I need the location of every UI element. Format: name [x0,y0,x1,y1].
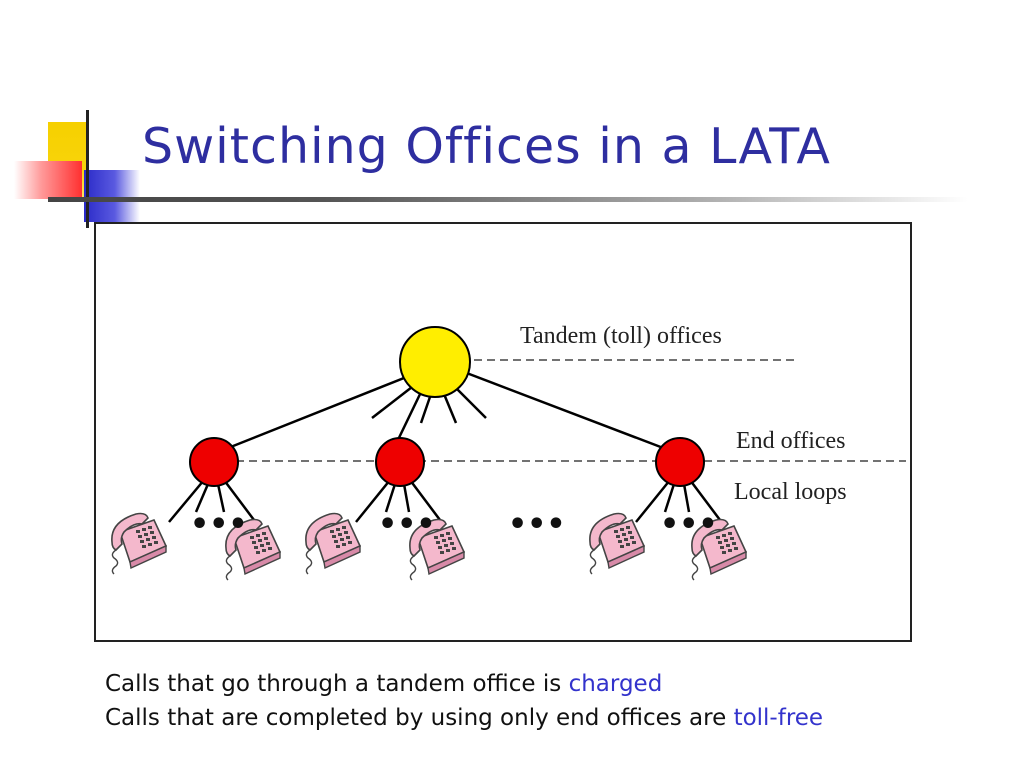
caption-tandem-charged: Calls that go through a tandem office is… [105,671,662,697]
telephone-icon [589,512,645,575]
decorative-red-block [14,161,82,199]
end-office-node-middle [375,437,425,487]
trunk-stub [419,393,433,424]
end-offices-label: End offices [736,428,846,454]
tandem-office-node [399,326,471,398]
local-loops-middle [355,479,441,523]
caption-highlight-toll-free: toll-free [733,705,824,731]
tandem-offices-label: Tandem (toll) offices [520,323,722,349]
caption-highlight-charged: charged [568,671,663,697]
trunk-stub [371,386,413,419]
trunk-stub [442,393,458,424]
trunk-stub [455,387,487,419]
decorative-blue-block [84,170,140,222]
local-loops-left [168,479,255,523]
end-office-node-right [655,437,705,487]
ellipsis-between-offices: ••• [508,507,566,542]
telephone-icon [305,512,361,575]
local-loops-label: Local loops [734,479,847,505]
end-office-node-left [189,437,239,487]
caption-end-office-toll-free: Calls that are completed by using only e… [105,705,823,731]
ellipsis-right: ••• [660,507,718,542]
caption-text: Calls that go through a tandem office is [105,671,569,697]
trunk-line-left [212,372,415,456]
ellipsis-middle: ••• [378,507,436,542]
title-underline [48,197,968,202]
trunk-line-middle [394,389,424,445]
local-loops-right [635,479,721,523]
ellipsis-left: ••• [190,507,248,542]
telephone-icon [111,512,167,575]
decorative-vertical-line [86,110,89,228]
lata-switching-diagram: ••• ••• ••• ••• Tandem (toll) offices En… [111,323,906,581]
caption-text: Calls that are completed by using only e… [105,705,734,731]
slide-title: Switching Offices in a LATA [142,118,831,175]
trunk-line-right [463,370,680,456]
